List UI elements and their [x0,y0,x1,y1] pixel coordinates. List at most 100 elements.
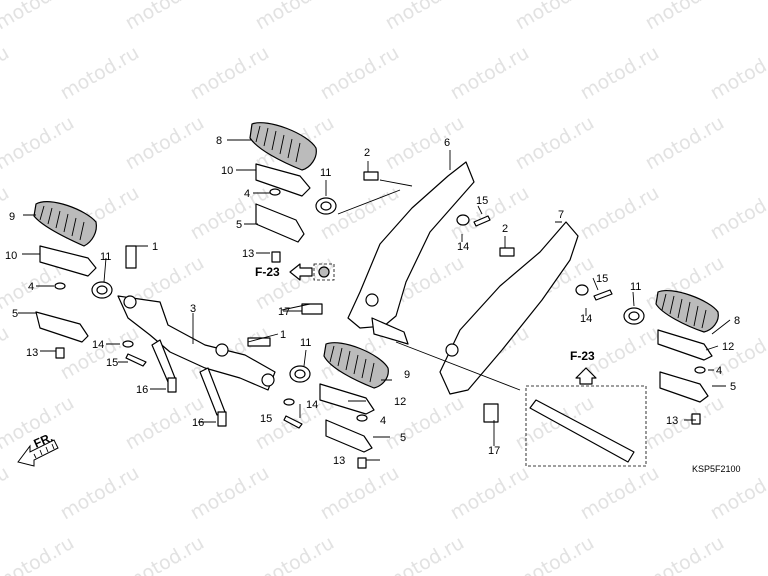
watermark-text: motod.ru [382,112,468,175]
watermark-text: motod.ru [577,182,663,245]
footpeg-rubber-right [655,290,719,333]
long-bolt [529,399,635,463]
bolt-upper [363,171,379,181]
watermark-text: motod.ru [0,322,13,385]
watermark-text: motod.ru [122,532,208,576]
callout-4-lower: 4 [380,415,386,427]
callout-1-center: 1 [280,329,286,341]
reference-label-right: F-23 [570,349,595,363]
callout-4-left: 4 [28,281,34,293]
watermark-text: motod.ru [0,0,78,34]
watermark-text: motod.ru [642,112,728,175]
callout-5-upper: 5 [236,219,242,231]
callout-5-lower: 5 [400,432,406,444]
bracket-eye [261,373,275,387]
rear-stay [439,221,579,395]
callout-15-left: 15 [106,357,118,369]
callout-5-right: 5 [730,381,736,393]
watermark-text: motod.ru [577,42,663,105]
callout-15-lower: 15 [260,413,272,425]
watermark-text: motod.ru [252,532,338,576]
footpeg-rubber-upper [249,122,317,171]
callout-12-lower: 12 [394,396,406,408]
footpeg-rubber-lower [323,342,389,389]
callout-17-lower: 17 [488,445,500,457]
watermark-text: motod.ru [512,112,598,175]
footpeg-lower [319,383,375,415]
callout-11-upper: 11 [320,167,331,179]
bracket-plate-upper [255,203,305,243]
main-stay [347,161,475,329]
watermark-text: motod.ru [577,462,663,525]
watermark-text: motod.ru [512,0,598,34]
watermark-text: motod.ru [187,462,273,525]
washer-left [54,282,66,290]
callout-13-left: 13 [26,347,38,359]
callouts: 9 10 11 1 4 5 13 14 15 16 3 16 8 10 4 5 … [5,135,741,474]
callout-4-upper: 4 [244,188,250,200]
footpeg-right [657,329,713,361]
watermark-text: motod.ru [252,252,338,315]
bracket-plate-left [35,311,89,343]
watermark-text: motod.ru [122,112,208,175]
reference-label-left: F-23 [255,265,280,279]
callout-2-right: 2 [502,223,508,235]
callout-8-right: 8 [734,315,740,327]
watermark-text: motod.ru [447,42,533,105]
watermark-text: motod.ru [382,532,468,576]
watermark-text: motod.ru [512,532,598,576]
watermark-text: motod.ru [642,0,728,34]
callout-14-lower: 14 [306,399,318,411]
callout-10-upper: 10 [221,165,233,177]
footpeg-upper [255,163,311,197]
watermark-text: motod.ru [317,462,403,525]
watermark-text: motod.ru [0,532,78,576]
callout-5-left: 5 [12,308,18,320]
callout-15-right: 15 [596,273,608,285]
bracket-left [117,295,276,391]
pin-left [125,245,137,269]
callout-13-lower: 13 [333,455,345,467]
bracket-plate-lower [325,419,373,453]
callout-14-left: 14 [92,339,104,351]
cotter-pin [125,353,147,367]
bracket-eye [123,295,137,309]
callout-6: 6 [444,137,450,149]
callout-16-lower: 16 [192,417,204,429]
reference-arrow-up [575,367,597,385]
callout-3: 3 [190,303,196,315]
callout-10-left: 10 [5,250,17,262]
bracket-plate-right [659,371,709,403]
reference-box [525,385,647,467]
callout-8-upper: 8 [216,135,222,147]
watermark-text: motod.ru [642,392,728,455]
callout-15-upper: 15 [476,195,488,207]
watermark-text: motod.ru [57,42,143,105]
bolt-17-lower [483,403,499,423]
watermark-text: motod.ru [0,42,13,105]
callout-14-right: 14 [580,313,592,325]
bolt-17-upper [301,303,323,315]
watermark-text: motod.ru [512,392,598,455]
leader-lines [18,139,731,461]
callout-16-left: 16 [136,384,148,396]
watermark-text: motod.ru [57,462,143,525]
callout-13-upper: 13 [242,248,254,260]
watermark-text: motod.ru [707,182,768,245]
callout-1-left: 1 [152,241,158,253]
main-stay-pivot [371,317,409,345]
callout-7: 7 [558,209,564,221]
callout-9-lower: 9 [404,369,410,381]
watermark-text: motod.ru [252,0,338,34]
watermark-text: motod.ru [0,112,78,175]
callout-9-left: 9 [9,211,15,223]
footpeg-rubber-left [33,201,97,247]
bolt-left [55,347,65,359]
bracket-leg [199,367,226,416]
footpeg-left [39,245,97,277]
diagram-code: KSP5F2100 [692,464,741,474]
watermark-text: motod.ru [707,42,768,105]
callout-4-right: 4 [716,365,722,377]
